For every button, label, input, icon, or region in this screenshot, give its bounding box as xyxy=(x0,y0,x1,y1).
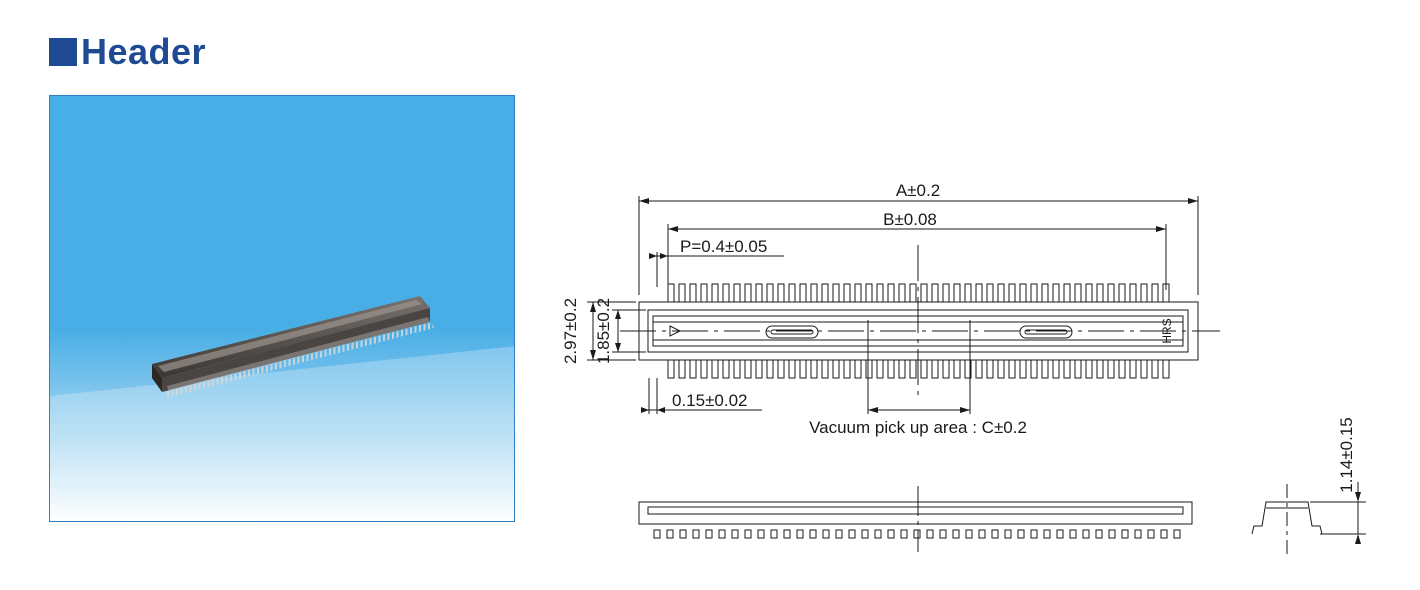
dim-pitch-label: P=0.4±0.05 xyxy=(680,237,767,256)
technical-drawing-svg: A±0.2 B±0.08 P=0.4±0.05 xyxy=(561,181,1366,556)
dim-mated-height-label: 1.14±0.15 xyxy=(1337,417,1356,493)
dim-overall-height-label: 2.97±0.2 xyxy=(561,298,580,364)
marking-label: HRS xyxy=(1160,318,1174,343)
dim-body-height-label: 1.85±0.2 xyxy=(594,298,613,364)
title-text: Header xyxy=(81,31,207,72)
dim-a-label: A±0.2 xyxy=(896,181,940,200)
dimension-drawing: A±0.2 B±0.08 P=0.4±0.05 xyxy=(550,170,1410,570)
vacuum-area-label: Vacuum pick up area : C±0.2 xyxy=(809,418,1027,437)
product-photo xyxy=(49,95,515,522)
page-title: Header xyxy=(49,31,207,72)
connector-photo-image xyxy=(50,96,514,521)
dim-lead-width-label: 0.15±0.02 xyxy=(672,391,748,410)
title-square-icon xyxy=(49,38,77,66)
dim-b-label: B±0.08 xyxy=(883,210,937,229)
